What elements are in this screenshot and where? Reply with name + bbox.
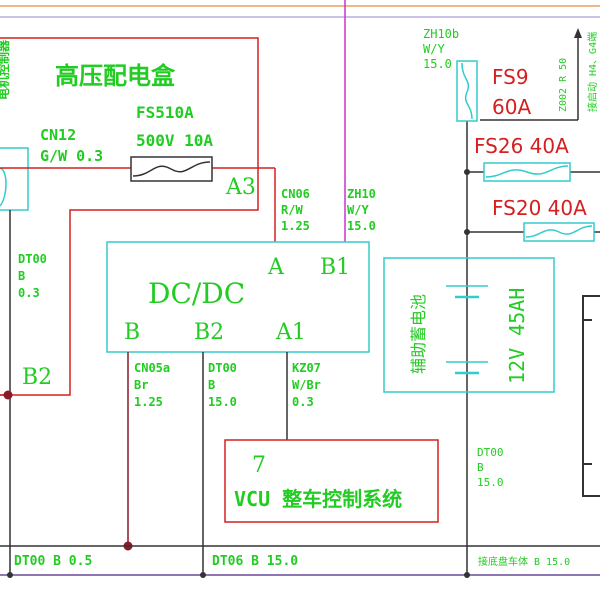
zh10b-l2: W/Y: [423, 42, 445, 56]
hv-box-title: 高压配电盒: [55, 62, 176, 90]
dt00-mid-l2: B: [208, 378, 215, 392]
cn05a-l1: CN05a: [134, 361, 170, 375]
ground-node-left: [7, 572, 13, 578]
bottom-mid-label: DT06 B 15.0: [212, 554, 298, 569]
dt00-left-l2: B: [18, 269, 25, 283]
dcdc-box: [106, 241, 370, 353]
bottom-right-label: 接底盘车体 B 15.0: [478, 555, 570, 568]
motor-controller-curve: [0, 167, 7, 207]
hv-side-label: 电机控制器: [0, 39, 11, 100]
bottom-left-label: DT00 B 0.5: [14, 554, 92, 569]
zh10-l3: 15.0: [347, 219, 376, 233]
b2-left-node: [3, 390, 13, 400]
zh10b-l1: ZH10b: [423, 27, 459, 41]
dcdc-pin-b2: B2: [194, 320, 224, 345]
dt00-mid-l3: 15.0: [208, 395, 237, 409]
cn12-wire-label: G/W 0.3: [40, 147, 103, 165]
dcdc-pin-a1: A1: [275, 320, 306, 345]
dt00-right-l3: 15.0: [477, 476, 504, 489]
motor-controller-box: [0, 147, 29, 211]
cn05a-l2: Br: [134, 378, 148, 392]
dt00-mid-l1: DT00: [208, 361, 237, 375]
fs9-name: FS9: [492, 65, 529, 89]
cn06-l1: CN06: [281, 187, 310, 201]
fs9-fuse-wave: [461, 62, 473, 120]
cn12-name: CN12: [40, 126, 76, 144]
zh10-l1: ZH10: [347, 187, 376, 201]
vcu-label: VCU 整车控制系统: [234, 487, 402, 511]
dcdc-pin-a: A: [267, 255, 285, 280]
cn06-l3: 1.25: [281, 219, 310, 233]
right-edge-component: [582, 295, 600, 497]
fs26-label: FS26 40A: [474, 134, 569, 158]
dcdc-pin-b: B: [124, 320, 140, 345]
hv-box-outline: [0, 37, 259, 396]
fs26-fuse-wave: [485, 165, 569, 178]
fs510a-rating: 500V 10A: [136, 131, 213, 150]
dt00-left-l3: 0.3: [18, 286, 40, 300]
fs510a-name: FS510A: [136, 103, 194, 122]
kz07-l1: KZ07: [292, 361, 321, 375]
fs9-rating: 60A: [492, 95, 531, 119]
dt00-right-l2: B: [477, 461, 484, 474]
dcdc-pin-b1: B1: [320, 255, 350, 280]
battery-spec: 12V 45AH: [505, 288, 529, 384]
kz07-l3: 0.3: [292, 395, 314, 409]
vcu-box: [224, 439, 439, 523]
fs20-label: FS20 40A: [492, 196, 587, 220]
dt00-left-l1: DT00: [18, 252, 47, 266]
b2-left-label: B2: [22, 365, 52, 390]
dcdc-title: DC/DC: [148, 277, 245, 310]
dt00-right-l1: DT00: [477, 446, 504, 459]
arrow-up-icon: [574, 28, 582, 38]
zh10b-l3: 15.0: [423, 57, 452, 71]
right-wire-l2: 接启动 H4、G4端: [586, 32, 599, 112]
kz07-l2: W/Br: [292, 378, 321, 392]
battery-box: [383, 257, 555, 393]
a3-label: A3: [225, 175, 256, 200]
fs20-fuse-wave: [525, 225, 593, 238]
battery-label: 辅助蓄电池: [409, 294, 428, 374]
right-wire-l1: Z002 R 50: [558, 58, 569, 112]
fs510a-fuse-wave: [132, 161, 211, 177]
cn05a-l3: 1.25: [134, 395, 163, 409]
zh10-l2: W/Y: [347, 203, 369, 217]
ground-node-mid: [200, 572, 206, 578]
cn06-l2: R/W: [281, 203, 303, 217]
vcu-number: 7: [252, 453, 266, 478]
